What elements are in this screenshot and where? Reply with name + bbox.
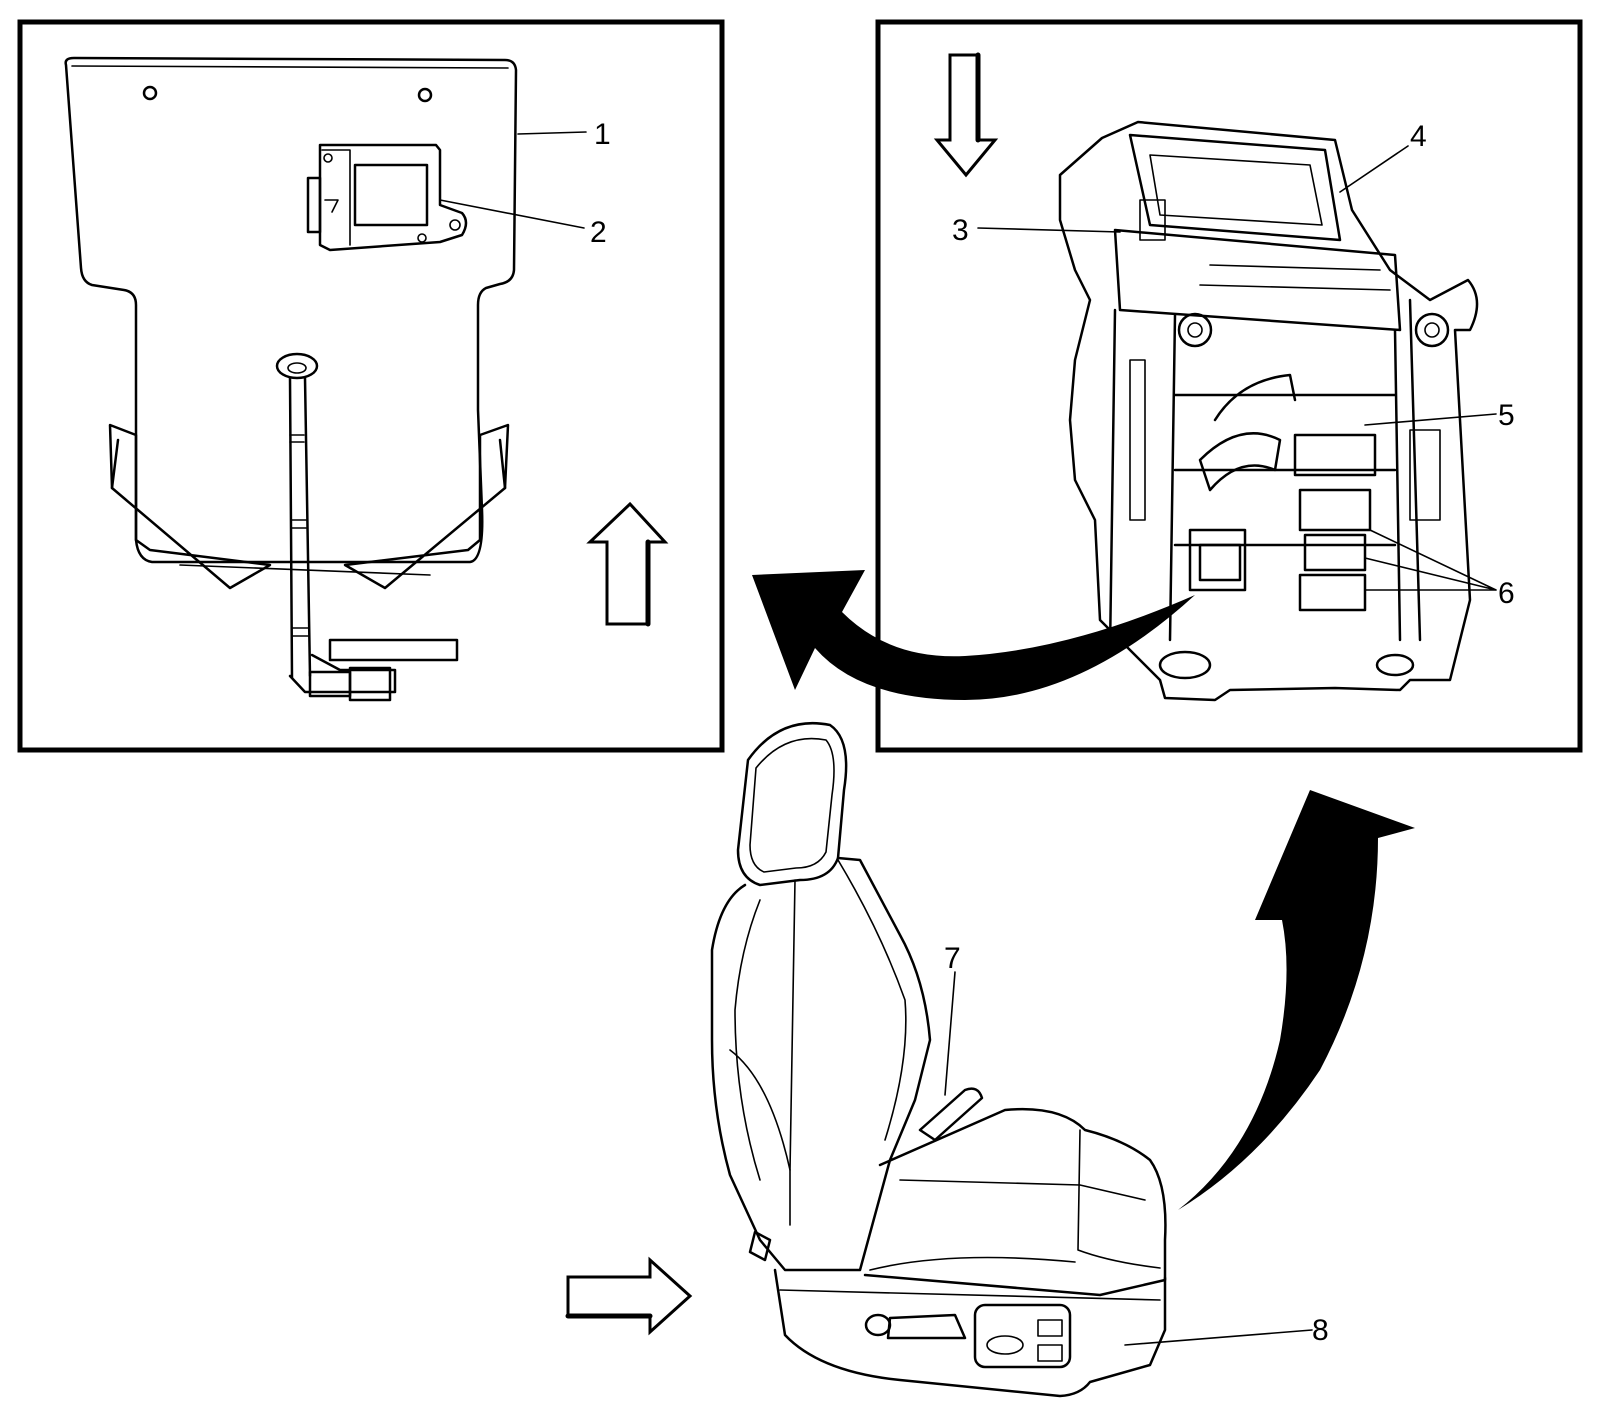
sensor-tube	[275, 352, 459, 702]
callout-2: 2	[590, 216, 607, 249]
seat-control-switch[interactable]	[973, 1303, 1072, 1369]
seat-back	[710, 856, 932, 1272]
mount-hole-icon	[417, 87, 433, 103]
callout-7: 7	[944, 942, 961, 975]
seat-assembly	[565, 721, 1167, 1398]
seat-side-shield	[773, 1268, 1167, 1398]
left-detail-panel	[17, 19, 725, 753]
callout-8: 8	[1312, 1314, 1329, 1347]
callout-4: 4	[1410, 120, 1427, 153]
mount-hole-icon	[142, 85, 158, 101]
sensor-module	[306, 143, 468, 252]
curved-arrow-to-right-panel-icon	[1178, 790, 1415, 1210]
callout-5: 5	[1498, 399, 1515, 432]
curved-arrow-to-left-panel-icon	[752, 570, 1195, 700]
callout-1: 1	[594, 118, 611, 151]
seat-frame	[1058, 120, 1479, 702]
callout-6: 6	[1498, 577, 1515, 610]
seat-cushion	[863, 1107, 1167, 1297]
direction-arrow-right-icon	[566, 1256, 693, 1336]
headrest	[736, 721, 848, 887]
right-detail-panel	[875, 19, 1583, 753]
callout-3: 3	[952, 214, 969, 247]
retaining-straps	[108, 423, 510, 590]
